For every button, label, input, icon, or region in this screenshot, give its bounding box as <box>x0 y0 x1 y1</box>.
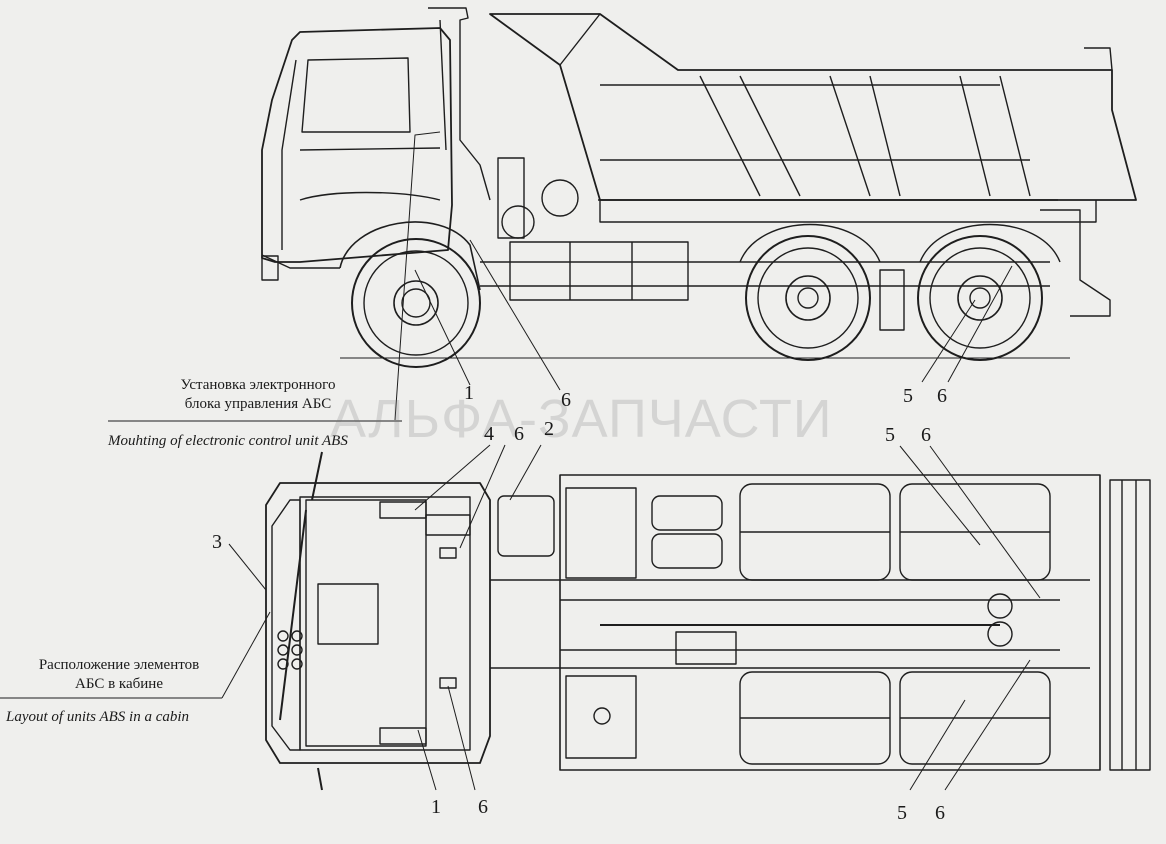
ecu-mount-caption-ru-line1: Установка электронного <box>180 377 336 393</box>
cabin-layout-caption-ru-line1: Расположение элементов <box>38 657 200 673</box>
callout-5-side: 5 <box>903 385 913 407</box>
callout-6-top-lower-rear: 6 <box>935 802 945 824</box>
callout-6-top-a: 6 <box>514 423 524 445</box>
ecu-mount-caption-ru: Установка электронного блока управления … <box>140 376 376 414</box>
callout-2-top: 2 <box>544 418 554 440</box>
callout-4-top: 4 <box>484 423 494 445</box>
watermark: АЛЬФА-ЗАПЧАСТИ <box>330 389 833 449</box>
ecu-mount-caption-en: Mouhting of electronic control unit ABS <box>108 433 348 449</box>
callout-6-side-front: 6 <box>561 389 571 411</box>
callout-1-top-lower: 1 <box>431 796 441 818</box>
callout-6-top-upper: 6 <box>921 424 931 446</box>
cabin-layout-caption-en: Layout of units ABS in a cabin <box>6 709 190 725</box>
cabin-layout-caption-ru: Расположение элементов АБС в кабине <box>14 656 224 694</box>
truck-top-view <box>221 444 1151 791</box>
ecu-mount-caption-ru-line2: блока управления АБС <box>184 396 332 412</box>
callout-3-top: 3 <box>212 531 222 553</box>
callout-5-top-upper: 5 <box>885 424 895 446</box>
callout-6-top-lower: 6 <box>478 796 488 818</box>
cabin-layout-caption-ru-line2: АБС в кабине <box>75 676 163 692</box>
callout-1-side: 1 <box>464 382 474 404</box>
callout-5-top-lower: 5 <box>897 802 907 824</box>
truck-side-view <box>261 7 1137 421</box>
callout-6-side-rear: 6 <box>937 385 947 407</box>
